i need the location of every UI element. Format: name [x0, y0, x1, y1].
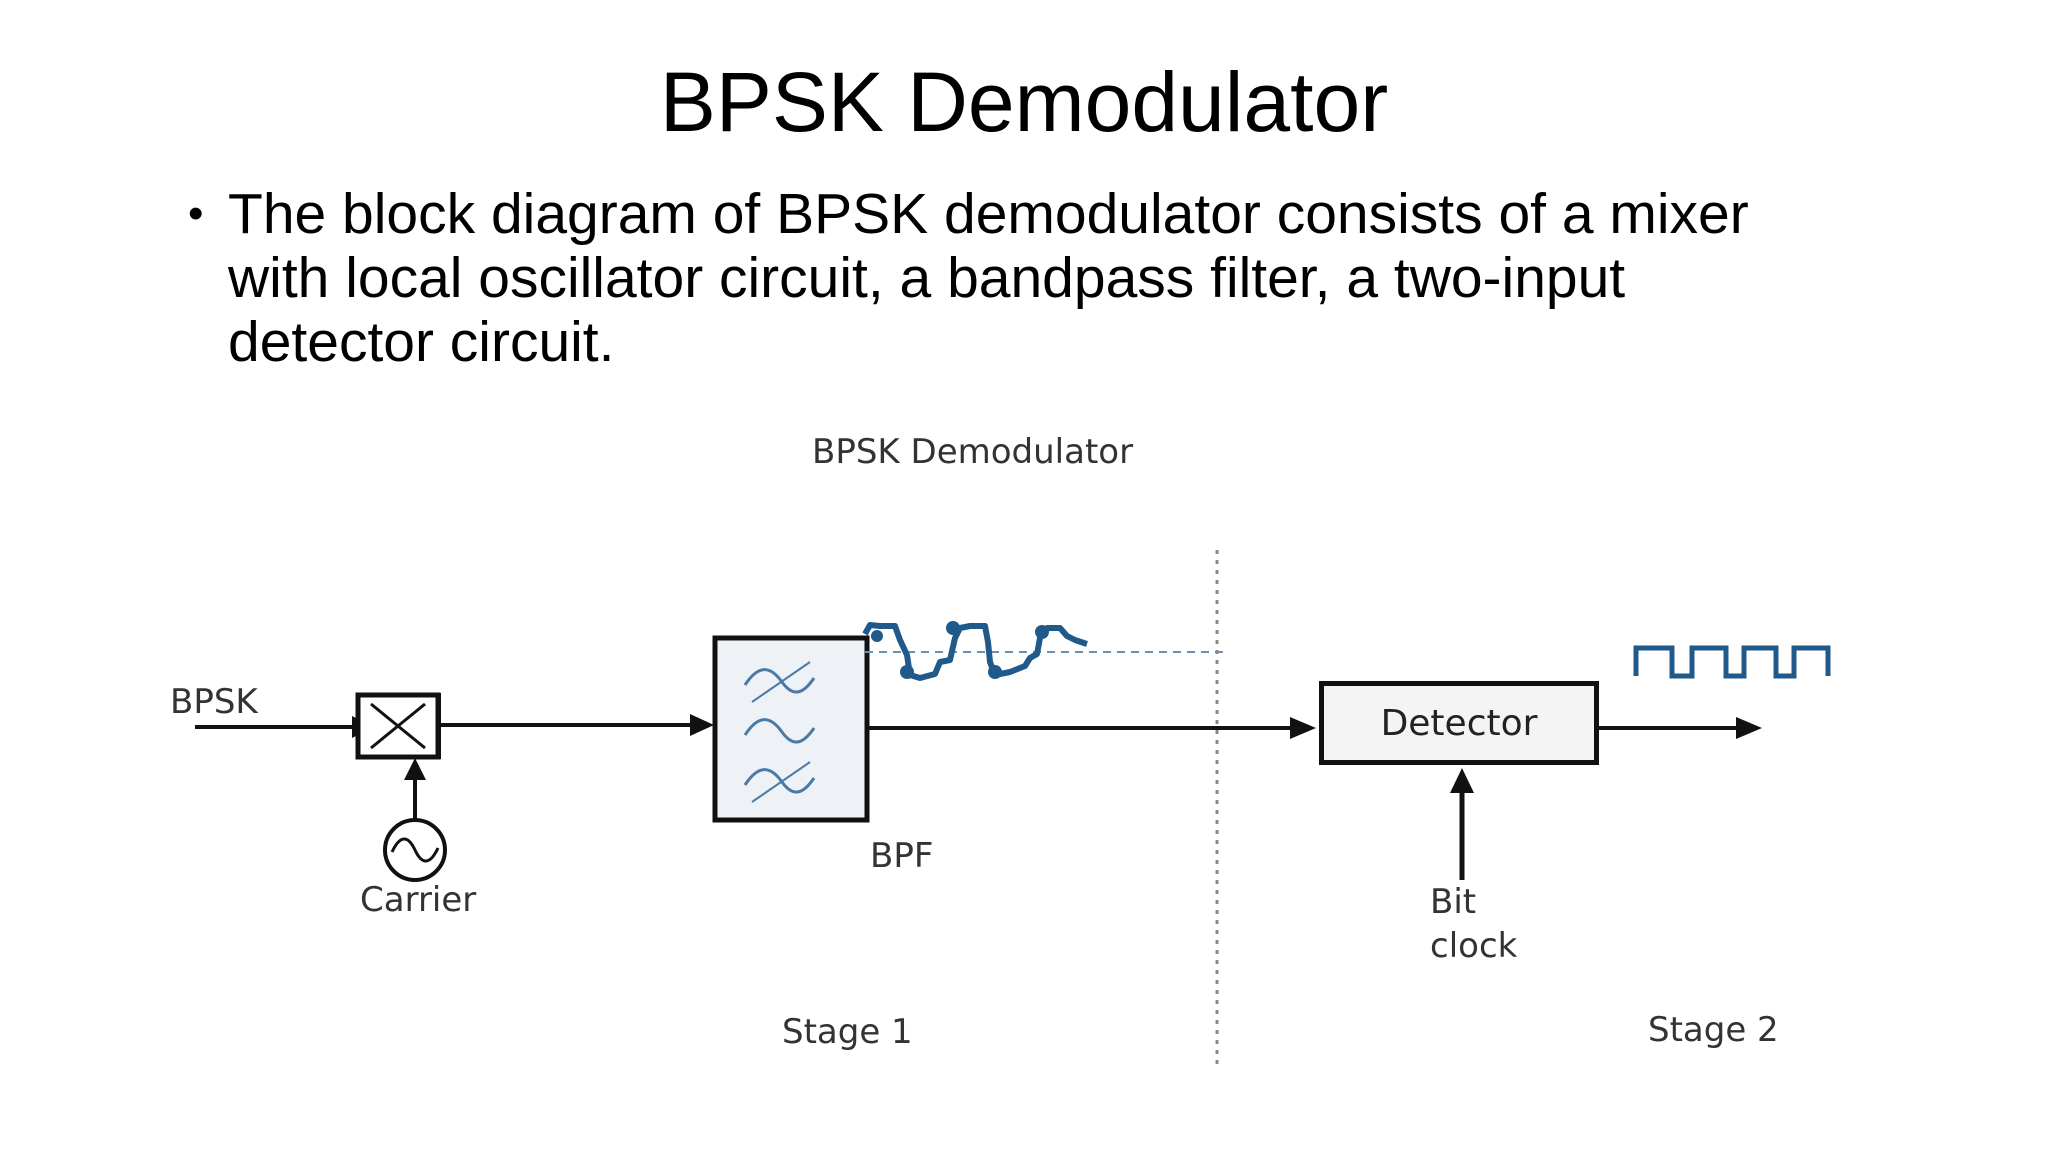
mixer-output-arrow [438, 714, 714, 736]
bandpass-filter-icon [712, 635, 870, 823]
diagram-drawing [195, 550, 1831, 1068]
bit-clock-arrow [1450, 768, 1474, 880]
bpf-label: BPF [870, 836, 934, 876]
square-wave-output-icon [1633, 645, 1831, 679]
bpsk-input-label: BPSK [170, 682, 258, 722]
detector-label: Detector [1380, 702, 1538, 744]
carrier-label: Carrier [360, 880, 477, 920]
carrier-arrow [404, 758, 426, 820]
bullet-line-2: with local oscillator circuit, a bandpas… [228, 246, 1626, 310]
bpsk-block-diagram: BPSK Demodulator BPSK Carrier BPF Detect… [130, 400, 1880, 1100]
diagram-title: BPSK Demodulator [812, 432, 1134, 472]
detector-block: Detector [1319, 681, 1599, 765]
stage1-label: Stage 1 [782, 1012, 913, 1052]
bullet-list: • The block diagram of BPSK demodulator … [188, 182, 1888, 374]
detector-output-arrow [1598, 717, 1762, 739]
bullet-dot-icon: • [188, 189, 204, 238]
bit-clock-label-line2: clock [1430, 926, 1518, 966]
bit-clock-label-line1: Bit [1430, 882, 1477, 922]
slide-title: BPSK Demodulator [659, 55, 1389, 149]
bpf-output-arrow [867, 717, 1316, 739]
oscillator-icon [383, 818, 447, 882]
mixer-icon [355, 692, 441, 760]
bullet-line-1: The block diagram of BPSK demodulator co… [228, 182, 1749, 246]
bullet-item: • The block diagram of BPSK demodulator … [188, 182, 1888, 374]
stage2-label: Stage 2 [1648, 1010, 1779, 1050]
bullet-line-3: detector circuit. [228, 310, 615, 374]
filtered-waveform-icon [862, 621, 1225, 681]
